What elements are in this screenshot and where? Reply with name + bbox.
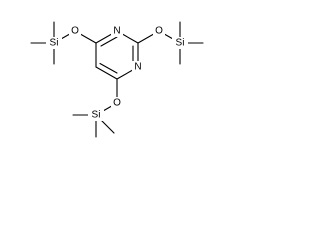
atom-label-o6: O — [71, 26, 79, 37]
atom-o2: O — [153, 25, 165, 37]
atom-label-si2: Si — [176, 38, 185, 49]
atom-si6: Si — [46, 37, 62, 49]
bond-c4-c5 — [95, 66, 118, 80]
atom-label-o4: O — [113, 98, 121, 109]
structure-diagram: N N O O O Si Si Si — [30, 21, 204, 138]
atom-label-n3: N — [134, 62, 141, 73]
bond-c4-c5-double — [99, 62, 118, 74]
atom-o4: O — [111, 97, 123, 109]
atom-layer: N N O O O Si Si Si — [46, 25, 188, 121]
atom-label-si4: Si — [92, 110, 101, 121]
atom-label-si6: Si — [50, 38, 59, 49]
atom-o6: O — [69, 25, 81, 37]
atom-si4: Si — [88, 109, 104, 121]
bond-c6-n1-double — [100, 36, 118, 47]
atom-label-n1: N — [113, 26, 120, 37]
atom-n1: N — [111, 25, 123, 37]
atom-si2: Si — [172, 37, 188, 49]
atom-n3: N — [132, 61, 144, 73]
atom-label-o2: O — [155, 26, 163, 37]
